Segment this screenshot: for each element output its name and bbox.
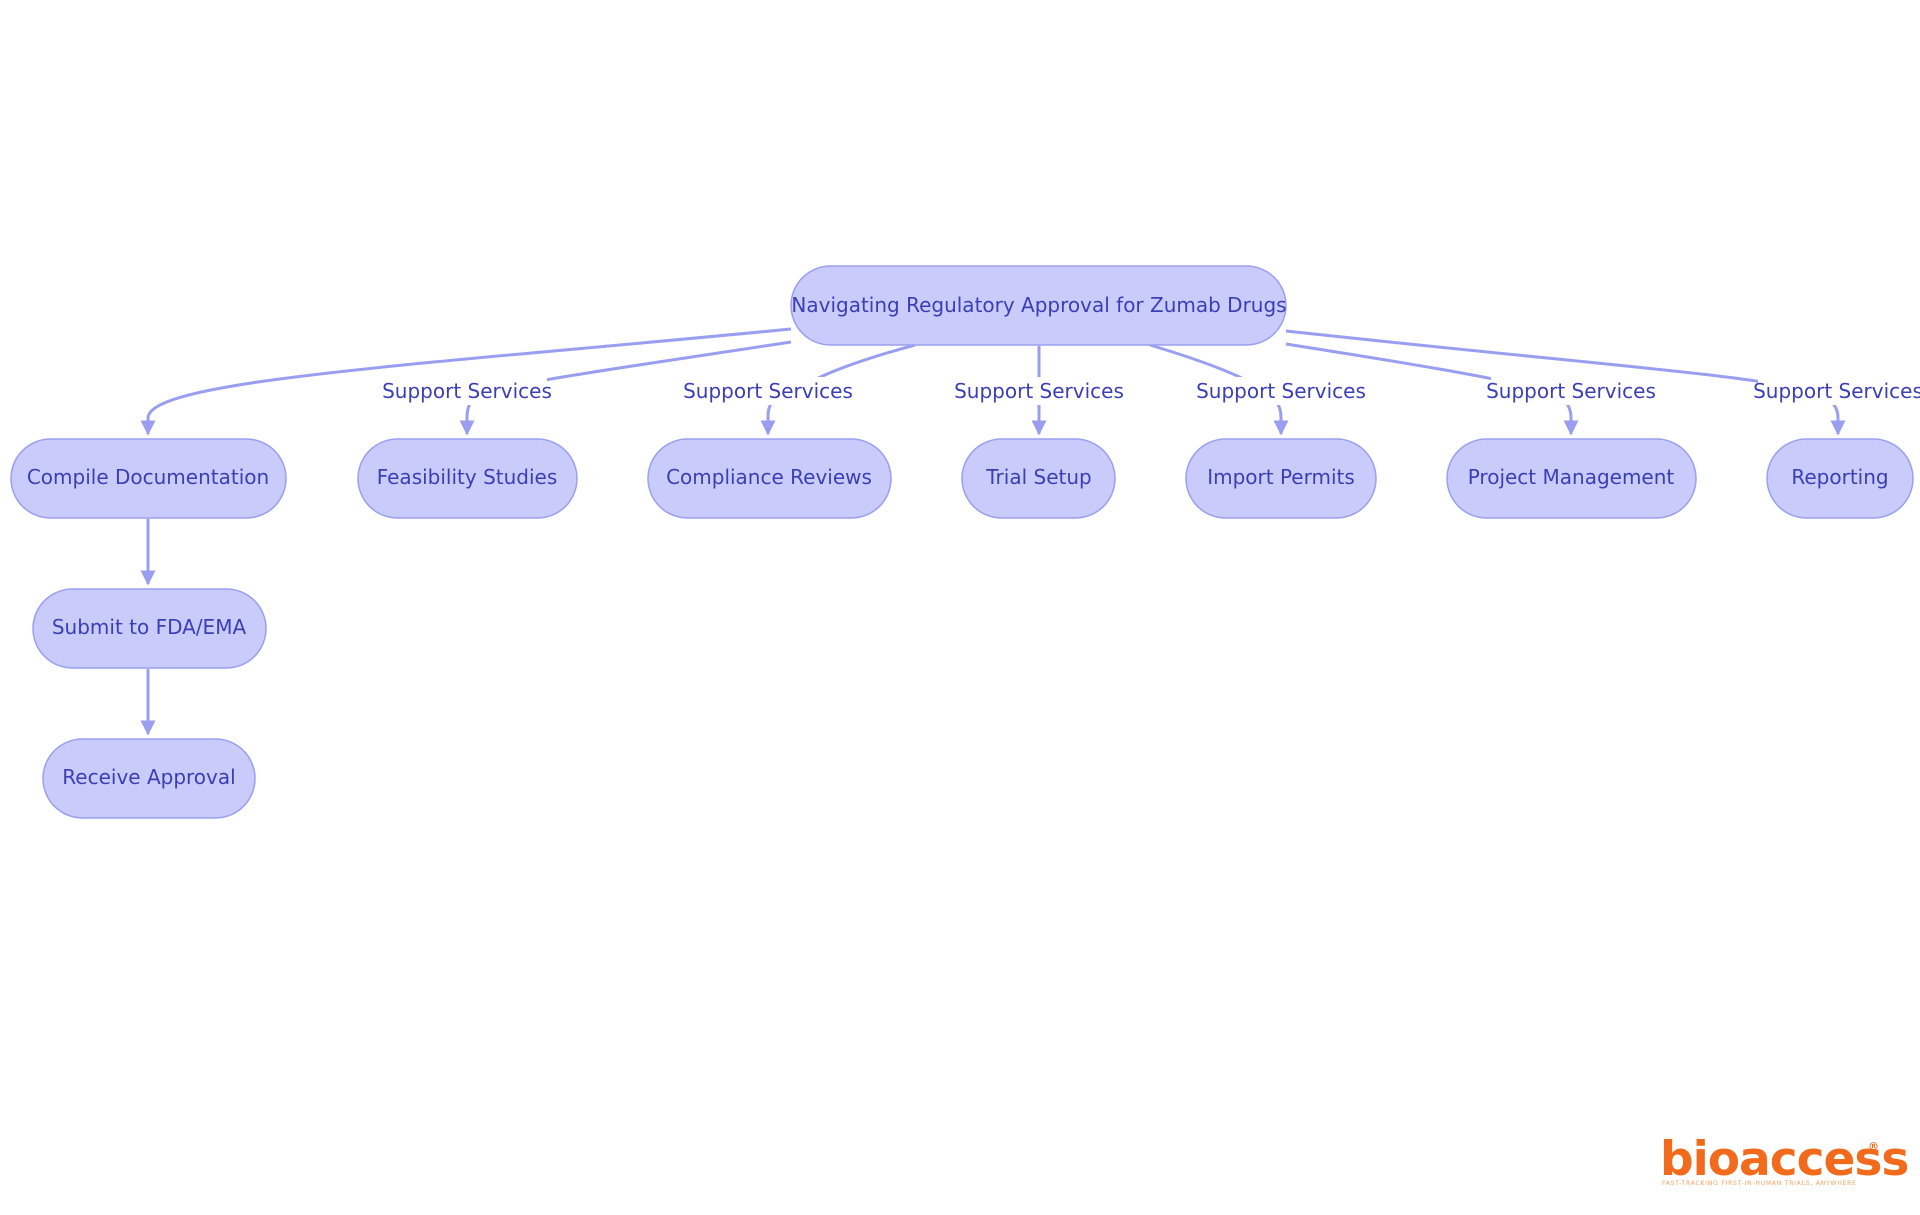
node-submit-label: Submit to FDA/EMA [52, 615, 247, 639]
node-compliance: Compliance Reviews [647, 438, 892, 519]
node-compile: Compile Documentation [10, 438, 287, 519]
nodes: Navigating Regulatory Approval for Zumab… [10, 265, 1914, 819]
edge-label-trial: Support Services [954, 379, 1124, 403]
edge-label-project: Support Services [1486, 379, 1656, 403]
bioaccess-logo: bioaccess ® FAST-TRACKING FIRST-IN-HUMAN… [1660, 1132, 1909, 1187]
node-root: Navigating Regulatory Approval for Zumab… [790, 265, 1287, 346]
edge-label-reporting: Support Services [1753, 379, 1920, 403]
edge-label-compliance: Support Services [683, 379, 853, 403]
logo-tagline: FAST-TRACKING FIRST-IN-HUMAN TRIALS, ANY… [1662, 1180, 1857, 1187]
node-reporting: Reporting [1766, 438, 1914, 519]
edge-label-import: Support Services [1196, 379, 1366, 403]
node-compliance-label: Compliance Reviews [666, 465, 872, 489]
edge-root-compile [140, 327, 792, 436]
node-trial: Trial Setup [961, 438, 1116, 519]
node-compile-label: Compile Documentation [27, 465, 269, 489]
node-project: Project Management [1446, 438, 1697, 519]
node-import-label: Import Permits [1207, 465, 1355, 489]
node-trial-label: Trial Setup [985, 465, 1091, 489]
node-project-label: Project Management [1468, 465, 1675, 489]
node-receive-label: Receive Approval [62, 765, 235, 789]
node-feasibility: Feasibility Studies [357, 438, 578, 519]
node-receive: Receive Approval [42, 738, 256, 819]
edge-label-feasibility: Support Services [382, 379, 552, 403]
logo-wordmark: bioaccess [1660, 1132, 1908, 1187]
node-feasibility-label: Feasibility Studies [377, 465, 558, 489]
edge-labels: Support Services Support Services Suppor… [382, 377, 1920, 405]
node-reporting-label: Reporting [1791, 465, 1888, 489]
logo-registered-mark: ® [1868, 1140, 1879, 1153]
node-import: Import Permits [1185, 438, 1377, 519]
node-submit: Submit to FDA/EMA [32, 588, 267, 669]
node-root-label: Navigating Regulatory Approval for Zumab… [791, 293, 1286, 317]
